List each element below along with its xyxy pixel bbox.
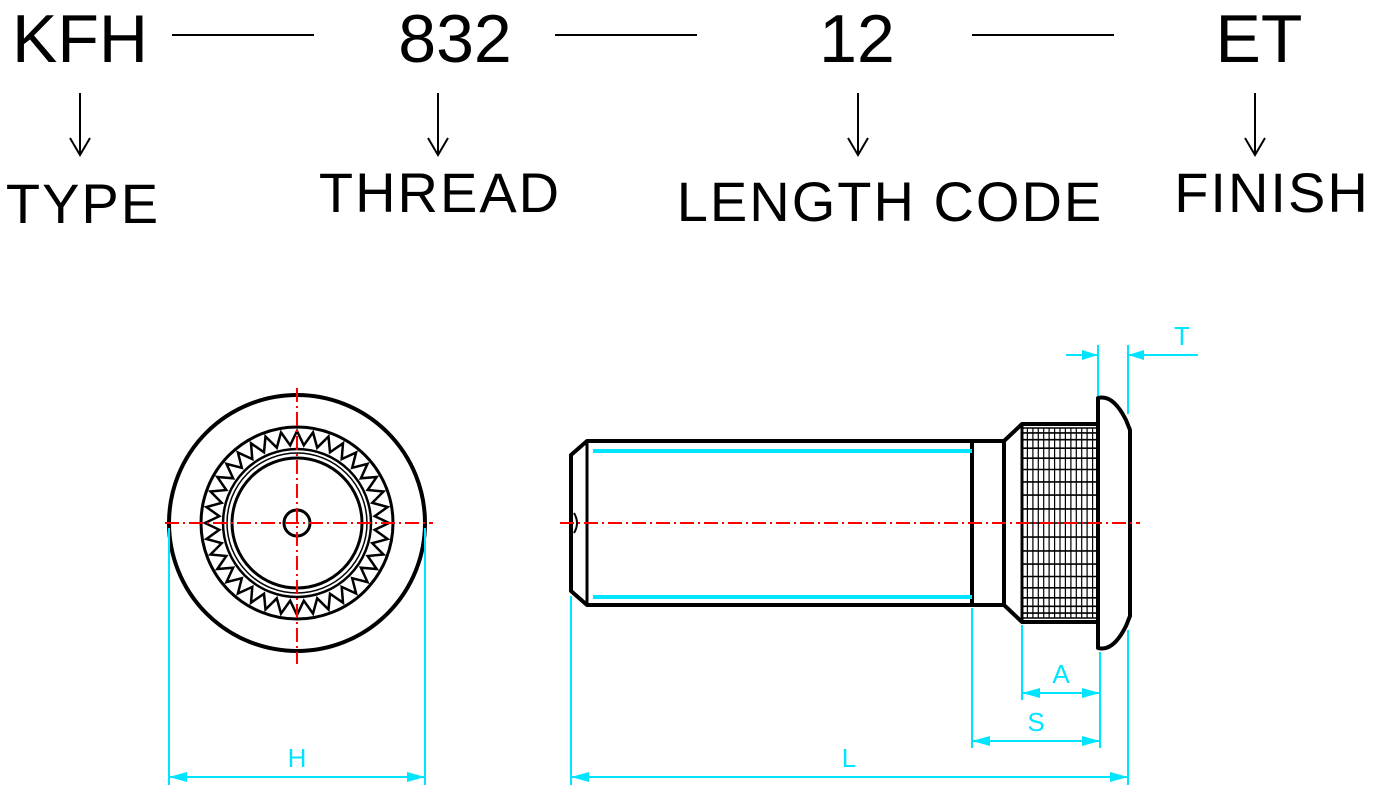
arrow-down-icon xyxy=(1244,93,1266,157)
dimension-a xyxy=(1021,625,1100,700)
label-type: TYPE xyxy=(6,172,160,235)
code-length: 12 xyxy=(819,1,895,77)
dimension-label-h: H xyxy=(288,743,307,773)
head-outline xyxy=(1096,395,1132,651)
label-thread: THREAD xyxy=(319,161,561,224)
end-point xyxy=(573,512,578,534)
dimension-label-a: A xyxy=(1052,659,1070,689)
part-number-code: KFH 832 12 ET xyxy=(12,1,1302,77)
thread-root-lines xyxy=(593,449,972,599)
label-finish: FINISH xyxy=(1174,161,1370,224)
dimension-s xyxy=(971,608,1101,748)
arrowhead-right xyxy=(1082,688,1100,698)
arrowhead-left xyxy=(972,736,990,746)
arrowhead-left xyxy=(1128,350,1144,360)
arrowhead-right xyxy=(1082,350,1098,360)
code-labels: TYPE THREAD LENGTH CODE FINISH xyxy=(6,161,1370,235)
arrowhead-right xyxy=(1082,736,1100,746)
arrowhead-right xyxy=(407,772,425,782)
code-type: KFH xyxy=(12,1,148,77)
arrow-down-icon xyxy=(69,93,91,157)
code-finish: ET xyxy=(1216,1,1303,77)
arrowhead-left xyxy=(169,772,187,782)
knurl-teeth xyxy=(202,428,392,618)
end-view xyxy=(165,388,433,664)
code-arrows xyxy=(69,93,1266,157)
arrowhead-right xyxy=(1110,772,1128,782)
code-thread: 832 xyxy=(398,1,511,77)
arrow-down-icon xyxy=(427,93,449,157)
dimension-label-t: T xyxy=(1174,321,1190,351)
dimension-label-s: S xyxy=(1027,707,1044,737)
dimension-l xyxy=(570,596,1129,785)
label-length-code: LENGTH CODE xyxy=(677,170,1104,233)
arrowhead-left xyxy=(571,772,589,782)
dimension-h xyxy=(168,528,426,785)
dimension-label-l: L xyxy=(842,743,856,773)
dimension-t xyxy=(1066,345,1198,414)
arrowhead-left xyxy=(1022,688,1040,698)
arrow-down-icon xyxy=(847,93,869,157)
